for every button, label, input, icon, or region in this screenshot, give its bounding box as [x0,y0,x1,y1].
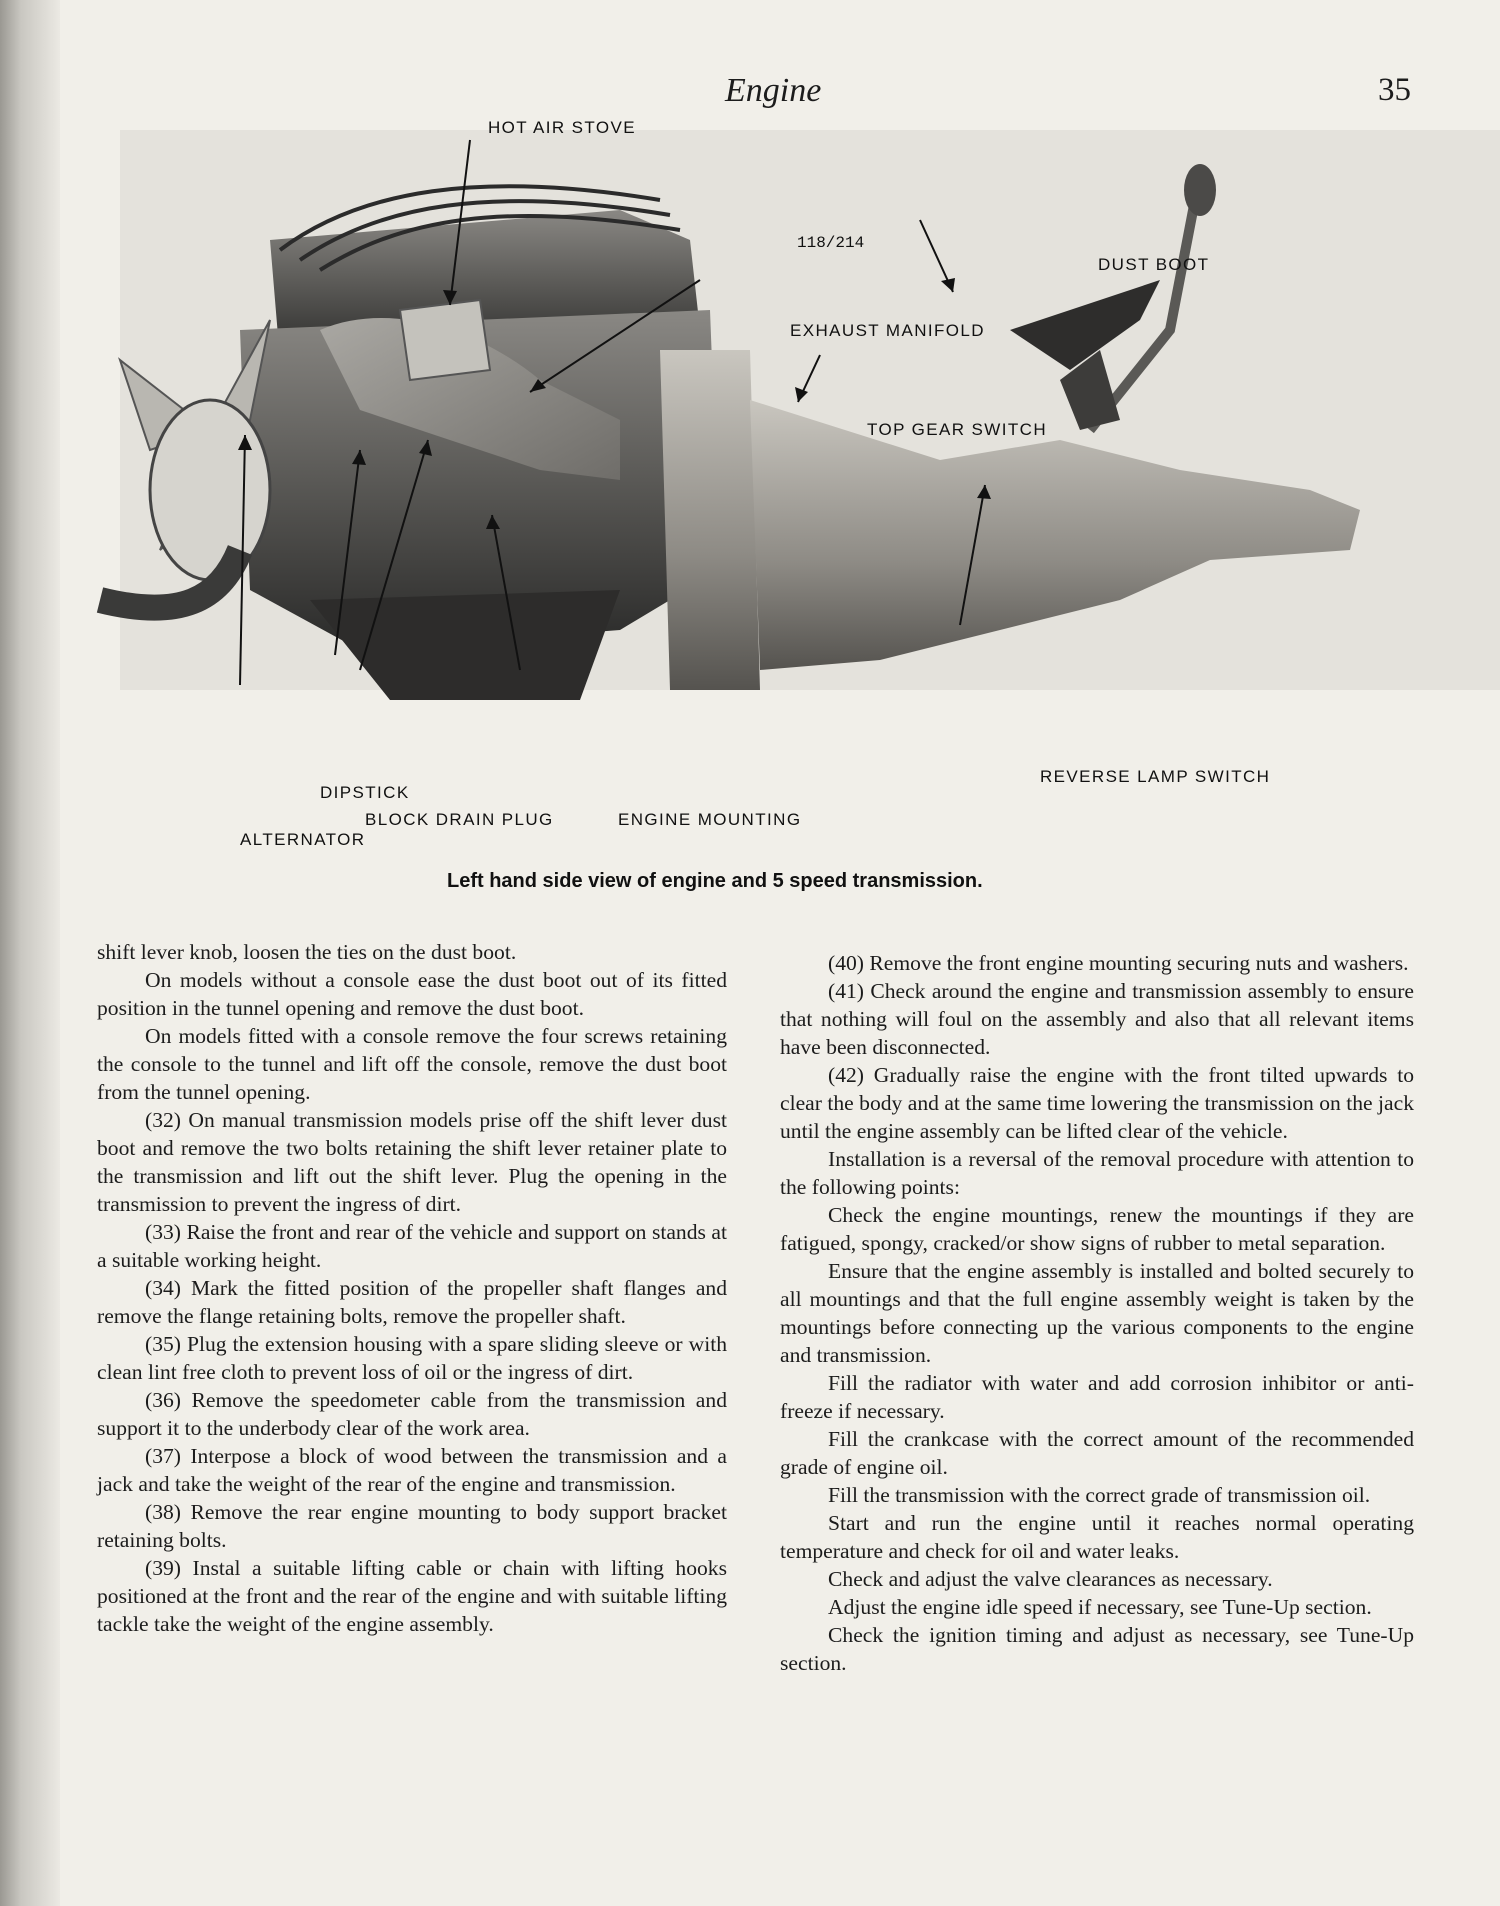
bell-housing [660,350,760,690]
figure-caption: Left hand side view of engine and 5 spee… [447,870,983,892]
dust-boot-shape [1010,280,1160,370]
fuel-lines [278,184,681,272]
paragraph: (41) Check around the engine and transmi… [780,979,1414,1059]
figure-code: 118/214 [797,234,865,252]
label-block-drain-plug: BLOCK DRAIN PLUG [365,810,554,829]
paragraph: Fill the transmission with the correct g… [828,1483,1371,1507]
paragraph: Check and adjust the valve clearances as… [828,1567,1273,1591]
paragraph: On models without a console ease the dus… [97,968,727,1020]
left-text-column: shift lever knob, loosen the ties on the… [97,938,727,1638]
label-engine-mounting: ENGINE MOUNTING [618,810,802,829]
running-header-title: Engine [725,72,822,109]
paragraph: (33) Raise the front and rear of the veh… [97,1220,727,1272]
paragraph: Ensure that the engine assembly is insta… [780,1259,1414,1367]
paragraph: On models fitted with a console remove t… [97,1024,727,1104]
page-number: 35 [1378,72,1411,108]
paragraph: Check the engine mountings, renew the mo… [780,1203,1414,1255]
label-alternator: ALTERNATOR [240,830,366,849]
paragraph: (34) Mark the fitted position of the pro… [97,1276,727,1328]
hot-air-stove [398,298,492,382]
paragraph: Adjust the engine idle speed if necessar… [828,1595,1372,1619]
paragraph: Fill the radiator with water and add cor… [780,1371,1414,1423]
paragraph: shift lever knob, loosen the ties on the… [97,940,517,964]
paragraph: (42) Gradually raise the engine with the… [780,1063,1414,1143]
paragraph: (37) Interpose a block of wood between t… [97,1444,727,1496]
paragraph: (39) Instal a suitable lifting cable or … [97,1556,727,1636]
paragraph: (36) Remove the speedometer cable from t… [97,1388,727,1440]
shift-knob [1184,164,1216,216]
oil-sump [310,590,620,700]
paragraph: (38) Remove the rear engine mounting to … [97,1500,727,1552]
gearbox [750,400,1360,670]
paragraph: (35) Plug the extension housing with a s… [97,1332,727,1384]
paragraph: Installation is a reversal of the remova… [780,1147,1414,1199]
label-dipstick: DIPSTICK [320,783,410,802]
label-reverse-lamp-switch: REVERSE LAMP SWITCH [1040,767,1271,786]
leader-arrowheads [238,278,991,529]
paragraph: (40) Remove the front engine mounting se… [828,951,1409,975]
paragraph: Fill the crankcase with the correct amou… [780,1427,1414,1479]
label-hot-air-stove: HOT AIR STOVE [488,118,636,137]
alternator [148,398,272,582]
radiator-hose [96,544,253,621]
right-text-column: (40) Remove the front engine mounting se… [780,949,1414,1677]
paragraph: Check the ignition timing and adjust as … [780,1623,1414,1675]
label-exhaust-manifold: EXHAUST MANIFOLD [790,321,985,340]
exhaust-manifold [320,318,620,480]
engine-figure: HOT AIR STOVE 118/214 DUST BOOT EXHAUST … [60,118,1500,890]
gear-lever [1086,199,1200,434]
label-top-gear-switch: TOP GEAR SWITCH [867,420,1048,439]
label-dust-boot: DUST BOOT [1098,255,1210,274]
engine-transmission-illustration [96,130,1500,700]
page-binding-shadow [0,0,60,1906]
paragraph: Start and run the engine until it reache… [780,1511,1414,1563]
paragraph: (32) On manual transmission models prise… [97,1108,727,1216]
